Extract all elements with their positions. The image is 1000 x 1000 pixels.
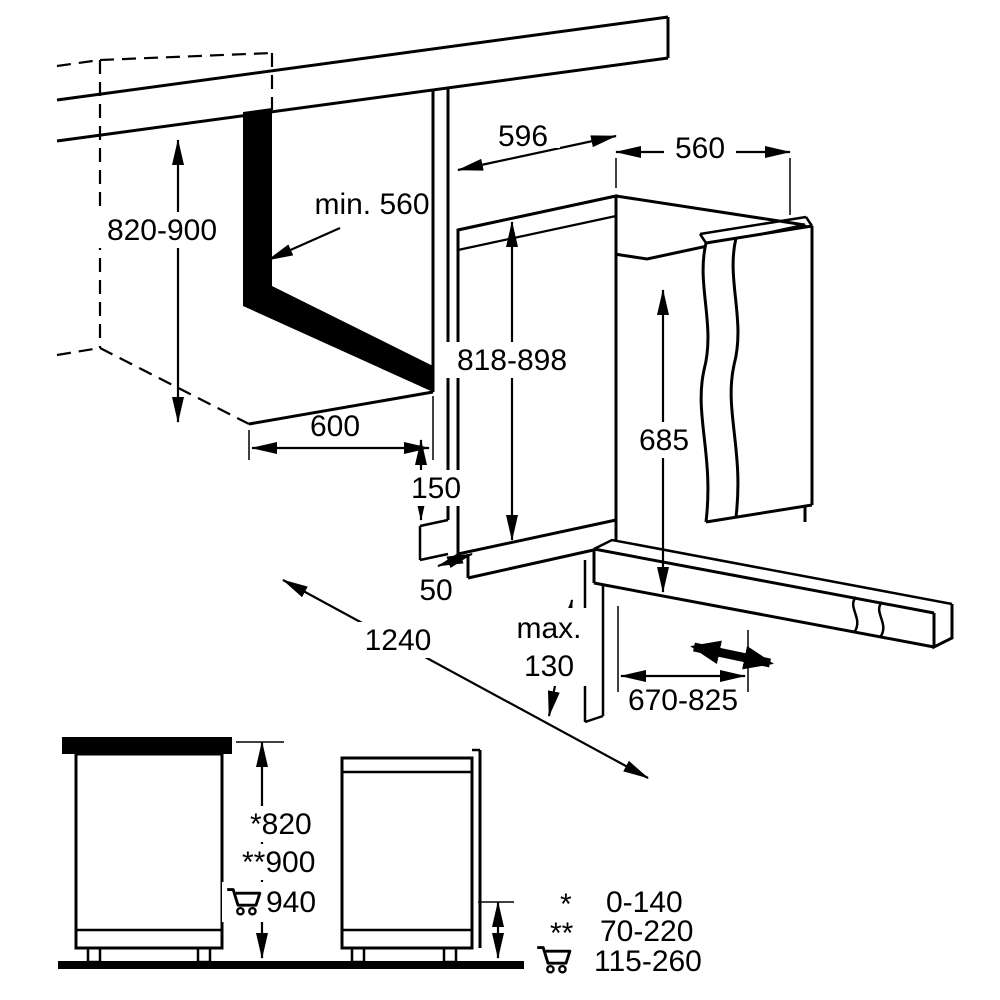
appliance-outline <box>340 756 474 950</box>
board-wavy-break <box>851 596 859 632</box>
cabinet-dashed-outline <box>56 51 274 425</box>
label-height-star: *820 <box>250 808 312 841</box>
dim-max-adjust: max. 130 <box>504 599 596 717</box>
sliding-door-board <box>592 538 954 650</box>
label-max: max. <box>516 612 581 645</box>
foot <box>350 946 366 964</box>
dim-plinth-recess: 50 <box>419 552 473 607</box>
dim-appliance-width: 596 <box>457 118 617 172</box>
appliance-outline <box>74 752 224 950</box>
slide-direction-arrow-icon <box>690 640 774 670</box>
legend-cart-value: 115-260 <box>594 945 702 978</box>
label-plinth-recess: 50 <box>419 574 452 607</box>
legend: * 0-140 ** 70-220 115-260 <box>537 886 702 978</box>
label-appliance-height: 818-898 <box>457 344 567 377</box>
legend-star-symbol: * <box>560 888 572 921</box>
dim-appliance-depth: 560 <box>615 130 791 215</box>
label-door-travel: 670-825 <box>628 684 738 717</box>
dim-total-depth-open: 1240 <box>282 579 649 779</box>
foot <box>86 946 102 964</box>
label-niche-height: 820-900 <box>107 214 217 247</box>
niche-shadow <box>243 108 433 392</box>
dim-appliance-height: 818-898 <box>446 221 578 541</box>
dim-niche-height: 820-900 <box>90 139 234 423</box>
label-appliance-width: 596 <box>498 120 548 153</box>
dim-door-travel: 670-825 <box>617 606 749 717</box>
board-wavy-break <box>877 601 885 637</box>
label-door-panel-height: 685 <box>639 424 689 457</box>
label-appliance-depth: 560 <box>675 132 725 165</box>
label-plinth-height: 150 <box>411 472 461 505</box>
cart-icon <box>537 946 572 974</box>
label-total-depth-open: 1240 <box>365 624 432 657</box>
label-max-value: 130 <box>524 650 574 683</box>
countertop-bar <box>62 737 232 754</box>
foot <box>442 946 458 964</box>
label-niche-depth: min. 560 <box>314 188 429 221</box>
panel-wavy-break-left <box>699 242 710 523</box>
furniture-door-panel <box>698 215 814 524</box>
elevation-view-freestanding <box>340 748 514 964</box>
niche-opening <box>243 88 450 562</box>
panel-wavy-break-right <box>729 237 740 518</box>
dim-door-panel-height: 685 <box>628 289 700 593</box>
legend-star-value: 0-140 <box>606 886 683 919</box>
dim-plinth-height: 150 <box>402 439 470 521</box>
legend-double-star-value: 70-220 <box>600 915 693 948</box>
label-height-double-star: **900 <box>242 846 315 879</box>
label-niche-width: 600 <box>310 410 360 443</box>
elevation-view-undercounter: *820 **900 940 <box>62 737 336 964</box>
label-height-cart: 940 <box>266 886 316 919</box>
foot <box>196 946 212 964</box>
countertop-perspective <box>56 15 670 143</box>
dim-niche-depth: min. 560 <box>267 188 430 262</box>
dim-niche-width: 600 <box>248 396 434 460</box>
cart-icon <box>227 888 262 916</box>
legend-double-star-symbol: ** <box>550 917 574 950</box>
